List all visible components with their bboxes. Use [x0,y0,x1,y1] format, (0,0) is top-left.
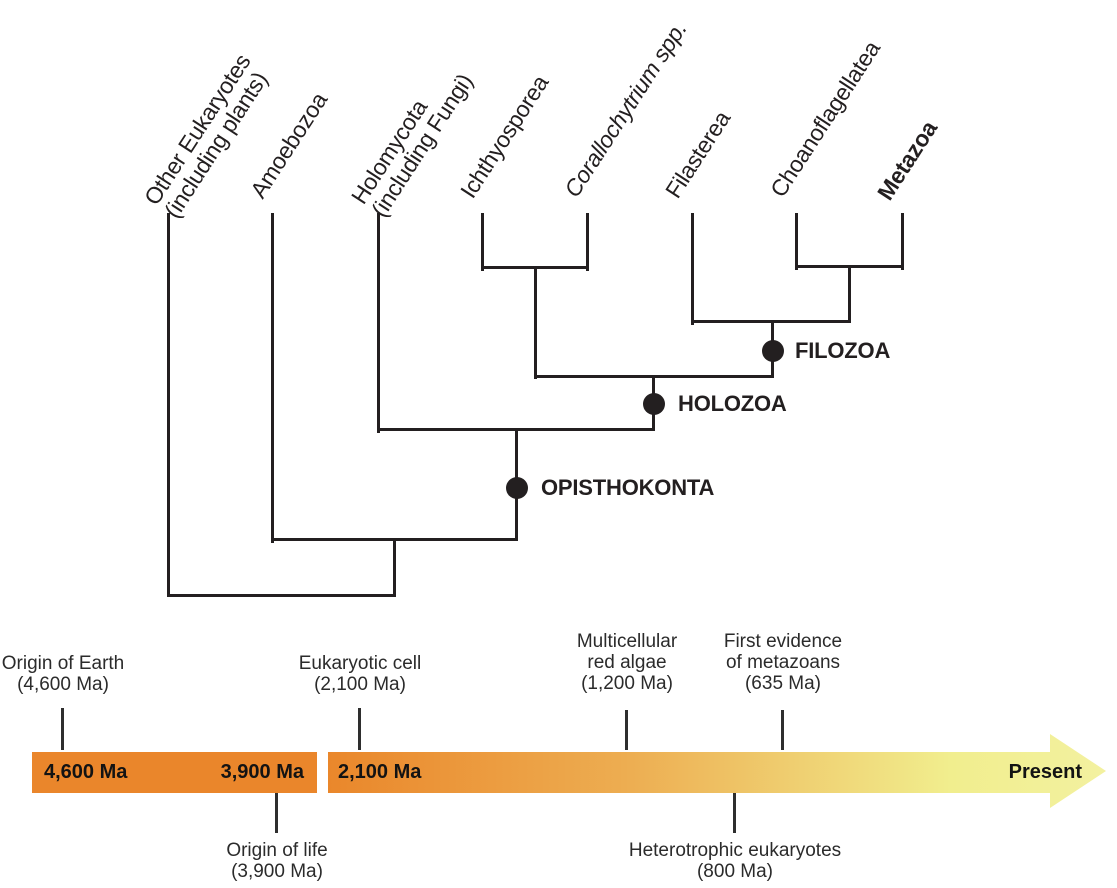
taxon-label-choanoflagellatea: Choanoflagellatea [765,36,886,202]
taxon-label-filasterea: Filasterea [660,106,736,203]
branch-tip-metazoa [901,213,904,270]
tick-first-evidence-of-metazoans [781,710,784,750]
branch-tip-ichthyosporea [481,213,484,271]
tick-heterotrophic-eukaryotes [733,793,736,833]
taxon-label-other-eukaryotes: Other Eukaryotes (including plants) [138,49,273,223]
root-line [167,594,396,597]
bar-label-4600ma: 4,600 Ma [44,761,128,783]
clade-label-filozoa: FILOZOA [795,338,891,363]
taxon-label-holomycota: Holomycota (including Fungi) [345,69,478,222]
bar-label-2100ma: 2,100 Ma [338,761,422,783]
taxon-label-amoebozoa: Amoebozoa [245,87,333,203]
event-heterotrophic-eukaryotes: Heterotrophic eukaryotes (800 Ma) [628,840,842,882]
clade-label-opisthokonta: OPISTHOKONTA [541,475,715,500]
stem-amoebozoa-opisthokonta [393,538,396,597]
timeline-arrow [328,734,1106,808]
branch-tip-choanoflagellatea [795,213,798,270]
timeline-segment-hadean: 4,600 Ma 3,900 Ma [32,752,317,793]
stem-choanoflagellatea-metazoa [848,265,851,323]
bar-label-3900ma: 3,900 Ma [220,761,304,783]
branch-tip-corallochytrium [586,213,589,271]
bar-label-present: Present [1008,761,1082,783]
event-origin-of-earth: Origin of Earth (4,600 Ma) [1,653,125,695]
branch-tip-other-eukaryotes [167,213,170,597]
branch-tip-amoebozoa [271,213,274,543]
branch-tip-filasterea [691,213,694,325]
event-origin-of-life: Origin of life (3,900 Ma) [226,840,328,882]
tick-multicellular-red-algae [625,710,628,750]
node-dot-holozoa [643,393,665,415]
clade-label-holozoa: HOLOZOA [678,391,787,416]
tick-eukaryotic-cell [358,708,361,750]
tick-origin-of-life [275,793,278,833]
event-first-evidence-of-metazoans: First evidence of metazoans (635 Ma) [723,631,843,694]
stem-ichthyosporea-corallochytrium [534,266,537,379]
tick-origin-of-earth [61,708,64,750]
event-eukaryotic-cell: Eukaryotic cell (2,100 Ma) [298,653,422,695]
node-dot-filozoa [762,340,784,362]
branch-tip-holomycota [377,213,380,433]
node-dot-opisthokonta [506,477,528,499]
taxon-label-metazoa: Metazoa [872,116,943,205]
event-multicellular-red-algae: Multicellular red algae (1,200 Ma) [576,631,678,694]
